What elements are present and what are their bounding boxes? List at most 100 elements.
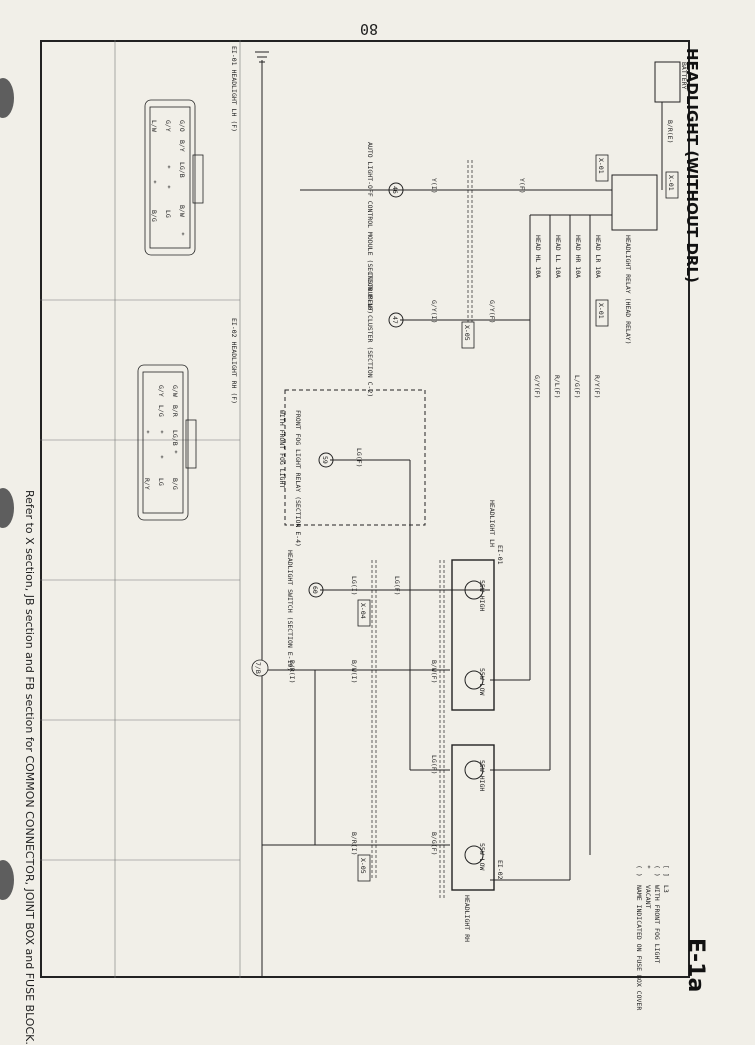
- pin-label: *: [150, 180, 158, 184]
- ground-bus: [255, 51, 269, 978]
- svg-text:B/G(F): B/G(F): [430, 832, 438, 855]
- svg-text:B/W(I): B/W(I): [350, 660, 358, 683]
- harness-dashes: [371, 160, 473, 900]
- connector-tag: 7/B: [254, 662, 262, 674]
- svg-text:LG(I): LG(I): [350, 576, 358, 596]
- pin-label: B/G: [171, 478, 179, 490]
- ref-label: INSTRUMENT CLUSTER (SECTION C-2): [366, 272, 374, 397]
- pin-label: B/R: [171, 405, 179, 417]
- svg-text:60: 60: [311, 586, 319, 594]
- svg-text:LG(F): LG(F): [355, 448, 363, 468]
- svg-text:B/R(E): B/R(E): [666, 120, 674, 143]
- headlight-rh: HEADLIGHT RH 55W HIGH 55W LOW: [451, 744, 495, 942]
- binder-hole: [0, 78, 14, 118]
- pin-label: *: [157, 455, 165, 459]
- pin-label: *: [157, 430, 165, 434]
- ref-label: HEADLIGHT SWITCH (SECTION E-19): [286, 550, 294, 671]
- ref-label: FRONT FOG LIGHT RELAY (SECTION E-4): [294, 410, 302, 547]
- connector-tags: [251, 154, 679, 882]
- connector-tag: X-01: [597, 158, 605, 174]
- relay-label: HEADLIGHT RELAY (HEAD RELAY): [624, 235, 632, 345]
- connector-view-title: EI-02 HEADLIGHT RH (F): [230, 318, 238, 404]
- diagram-frame: [40, 40, 690, 978]
- pin-label-group: G/O B/Y LG/B G/Y B/W * * * LG * L/W B/G …: [143, 120, 186, 490]
- svg-text:VACANT: VACANT: [644, 885, 652, 909]
- connector-tag: EI-02: [496, 860, 504, 880]
- svg-text:( ): ( ): [653, 865, 661, 877]
- svg-text:G/Y(F): G/Y(F): [488, 300, 496, 323]
- pin-label: G/W: [171, 385, 179, 397]
- headlight-rh-label: HEADLIGHT RH: [463, 895, 471, 942]
- headlight-lh-label: HEADLIGHT LH: [488, 500, 496, 547]
- svg-text:R/Y(F): R/Y(F): [593, 375, 601, 398]
- pin-label: *: [171, 450, 179, 454]
- svg-text:R/L(F): R/L(F): [553, 375, 561, 398]
- bulb-label: 55W HIGH: [478, 580, 486, 611]
- fuse-label: HEAD LR 10A: [594, 235, 602, 278]
- connector-tag: X-04: [359, 603, 367, 619]
- svg-text:B/R(I): B/R(I): [350, 832, 358, 855]
- legend: [ ] L3 ( ) WITH FRONT FOG LIGHT * VACANT…: [635, 865, 670, 1010]
- connector-tag: X-05: [359, 858, 367, 874]
- pin-label: *: [164, 185, 172, 189]
- svg-text:B/R(I): B/R(I): [288, 660, 296, 683]
- pin-label: R/Y: [143, 478, 151, 490]
- fuse-label: HEAD LL 10A: [554, 235, 562, 278]
- connector-view-ei-02: [137, 364, 197, 521]
- svg-text:LG(F): LG(F): [430, 755, 438, 775]
- pin-label: LG: [157, 478, 165, 486]
- ref-module-46: 46 AUTO LIGHT-OFF CONTROL MODULE (SECTIO…: [366, 142, 404, 314]
- connector-tag: X-01: [667, 175, 675, 191]
- svg-text:G/Y(F): G/Y(F): [533, 375, 541, 398]
- svg-text:Y(F): Y(F): [518, 178, 526, 194]
- section-code: E-1a: [683, 938, 708, 993]
- bulb-label: 55W LOW: [478, 668, 486, 695]
- binder-hole: [0, 488, 14, 528]
- ref-label: AUTO LIGHT-OFF CONTROL MODULE (SECTION E…: [366, 142, 374, 314]
- svg-text:*: *: [644, 865, 652, 869]
- svg-text:L3: L3: [662, 885, 670, 893]
- svg-text:NAME INDICATED ON FUSE BOX COV: NAME INDICATED ON FUSE BOX COVER: [635, 885, 643, 1010]
- wiring: [262, 102, 663, 881]
- svg-text:( ): ( ): [635, 865, 643, 877]
- svg-text:L/G(F): L/G(F): [573, 375, 581, 398]
- svg-text:47: 47: [391, 316, 399, 324]
- ref-cluster-47: 47 INSTRUMENT CLUSTER (SECTION C-2): [366, 272, 404, 397]
- bulb-label: 55W HIGH: [478, 760, 486, 791]
- pin-label: LG/B: [178, 162, 186, 178]
- bulb-label: 55W LOW: [478, 843, 486, 870]
- fog-box-label: WITH FRONT FOG LIGHT: [278, 410, 286, 488]
- binder-hole: [0, 860, 14, 900]
- pin-label: B/G: [150, 210, 158, 222]
- ref-fog-relay-59: 59 FRONT FOG LIGHT RELAY (SECTION E-4): [294, 410, 334, 547]
- pin-label: *: [178, 232, 186, 236]
- pin-label: B/W: [178, 205, 186, 217]
- fuse-label: HEAD HL 10A: [534, 235, 542, 278]
- connector-view-title: EI-01 HEADLIGHT LH (F): [230, 46, 238, 132]
- battery: BATTERY: [654, 61, 688, 103]
- connector-panel-grid: [40, 40, 241, 978]
- pin-label: LG: [164, 210, 172, 218]
- svg-text:G/Y(I): G/Y(I): [430, 300, 438, 323]
- wiring-diagram: G/O B/Y LG/B G/Y B/W * * * LG * L/W B/G …: [40, 40, 688, 1010]
- pin-label: G/O: [178, 120, 186, 132]
- ref-switch-60: 60 HEADLIGHT SWITCH (SECTION E-19): [286, 550, 324, 671]
- svg-text:[ ]: [ ]: [662, 865, 670, 877]
- svg-text:Y(I): Y(I): [430, 178, 438, 194]
- pin-label: G/Y: [164, 120, 172, 132]
- svg-text:LG(F): LG(F): [393, 576, 401, 596]
- pin-label: *: [164, 165, 172, 169]
- battery-label: BATTERY: [680, 62, 688, 89]
- pin-label: G/Y: [157, 385, 165, 397]
- pin-label: LG/B: [171, 430, 179, 446]
- fog-light-box: [284, 389, 426, 526]
- connector-tag: X-01: [597, 303, 605, 319]
- manual-page: 80 HEADLIGHT (WITHOUT DRL) E-1a Refer to…: [0, 20, 708, 1045]
- svg-text:46: 46: [391, 186, 399, 194]
- svg-text:59: 59: [321, 456, 329, 464]
- connector-tag: EI-01: [496, 545, 504, 565]
- diagram-title: HEADLIGHT (WITHOUT DRL): [683, 48, 701, 283]
- connector-view-ei-01: [144, 99, 204, 256]
- pin-label: *: [143, 430, 151, 434]
- pin-label: L/G: [157, 405, 165, 417]
